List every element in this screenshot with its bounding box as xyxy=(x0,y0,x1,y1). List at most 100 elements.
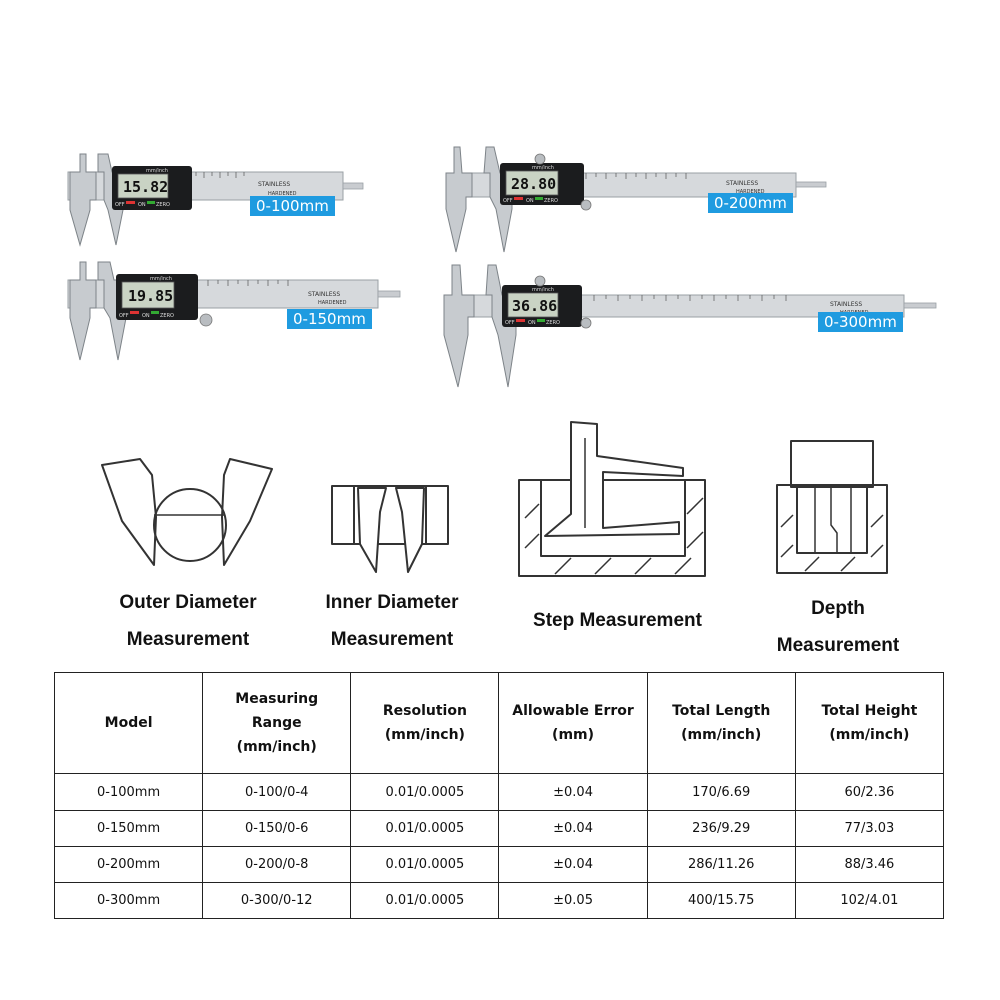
caliper-0-200: 28.80 mm/inch OFF ON ZERO STAINLESS HARD… xyxy=(445,146,836,257)
off-button: OFF xyxy=(119,313,129,319)
units-label: mm/inch xyxy=(532,165,554,171)
off-button: OFF xyxy=(503,198,513,204)
zero-button: ZERO xyxy=(156,202,170,208)
brand-text-2: HARDENED xyxy=(268,191,297,197)
header-text: Allowable Error xyxy=(512,703,634,719)
cell-length: 400/15.75 xyxy=(646,882,796,919)
table-header-row: Model Measuring Range (mm/inch) Resoluti… xyxy=(53,672,945,774)
header-text: Model xyxy=(104,715,153,731)
range-tag: 0-150mm xyxy=(287,309,372,329)
brand-text: STAINLESS xyxy=(308,291,340,298)
caption-outer-diameter: Outer Diameter Measurement xyxy=(88,584,288,658)
on-button: ON xyxy=(142,313,150,319)
cell-height: 77/3.03 xyxy=(794,810,945,847)
table-row: 0-100mm 0-100/0-4 0.01/0.0005 ±0.04 170/… xyxy=(53,773,945,811)
header-text: (mm/inch) xyxy=(681,727,762,743)
step-measurement-diagram xyxy=(518,421,706,577)
cell-resolution: 0.01/0.0005 xyxy=(350,773,500,811)
units-label: mm/inch xyxy=(146,168,168,174)
on-button: ON xyxy=(138,202,146,208)
on-button: ON xyxy=(528,320,536,326)
caption-line-2: Measurement xyxy=(330,629,454,650)
cell-length: 236/9.29 xyxy=(646,810,796,847)
cell-range: 0-150/0-6 xyxy=(202,810,352,847)
caliper-illustration: 36.86 mm/inch OFF ON ZERO STAINLESS HARD… xyxy=(443,264,937,388)
cell-range: 0-200/0-8 xyxy=(202,846,352,883)
cell-height: 88/3.46 xyxy=(794,846,945,883)
lcd-reading: 19.85 xyxy=(128,287,173,305)
cell-model: 0-100mm xyxy=(53,773,204,811)
cell-model: 0-150mm xyxy=(53,810,204,847)
cell-resolution: 0.01/0.0005 xyxy=(350,810,500,847)
caption-line-2: Measurement xyxy=(776,635,900,656)
caption-line-1: Depth xyxy=(811,598,865,619)
off-button: OFF xyxy=(115,202,125,208)
cell-resolution: 0.01/0.0005 xyxy=(350,882,500,919)
units-label: mm/inch xyxy=(532,287,554,293)
caliper-illustration: 15.82 mm/inch OFF ON ZERO STAINLESS HARD… xyxy=(67,153,364,247)
header-text: (mm) xyxy=(552,727,595,743)
header-allowable-error: Allowable Error (mm) xyxy=(498,672,648,774)
cell-length: 170/6.69 xyxy=(646,773,796,811)
header-total-length: Total Length (mm/inch) xyxy=(646,672,796,774)
cell-model: 0-300mm xyxy=(53,882,204,919)
caption-depth: Depth Measurement xyxy=(748,590,928,664)
off-button: OFF xyxy=(505,320,515,326)
header-total-height: Total Height (mm/inch) xyxy=(794,672,945,774)
units-label: mm/inch xyxy=(150,276,172,282)
caliper-illustration: 19.85 mm/inch OFF ON ZERO STAINLESS HARD… xyxy=(67,261,401,361)
lcd-reading: 28.80 xyxy=(511,175,556,193)
header-text: Measuring xyxy=(235,691,319,707)
brand-text: STAINLESS xyxy=(830,301,862,308)
table-row: 0-150mm 0-150/0-6 0.01/0.0005 ±0.04 236/… xyxy=(53,810,945,847)
caliper-0-100: 15.82 mm/inch OFF ON ZERO STAINLESS HARD… xyxy=(67,150,368,250)
header-text: (mm/inch) xyxy=(236,739,317,755)
range-tag: 0-100mm xyxy=(250,196,335,216)
zero-button: ZERO xyxy=(546,320,560,326)
header-text: Range xyxy=(251,715,302,731)
brand-text-2: HARDENED xyxy=(736,189,765,195)
caption-line-1: Step Measurement xyxy=(533,610,702,631)
brand-text: STAINLESS xyxy=(726,180,758,187)
header-text: Total Height xyxy=(821,703,918,719)
caption-line-2: Measurement xyxy=(126,629,250,650)
cell-error: ±0.04 xyxy=(498,773,648,811)
caliper-0-300: 36.86 mm/inch OFF ON ZERO STAINLESS HARD… xyxy=(443,264,944,390)
cell-error: ±0.04 xyxy=(498,810,648,847)
cell-error: ±0.05 xyxy=(498,882,648,919)
caption-line-1: Outer Diameter xyxy=(119,592,257,613)
cell-range: 0-300/0-12 xyxy=(202,882,352,919)
inner-diameter-diagram xyxy=(331,485,449,573)
cell-height: 60/2.36 xyxy=(794,773,945,811)
header-text: Total Length xyxy=(672,703,771,719)
lcd-reading: 36.86 xyxy=(512,297,557,315)
lcd-reading: 15.82 xyxy=(123,178,168,196)
range-tag: 0-300mm xyxy=(818,312,903,332)
cell-height: 102/4.01 xyxy=(794,882,945,919)
outer-diameter-diagram xyxy=(101,458,273,566)
header-text: Resolution xyxy=(382,703,467,719)
brand-text: STAINLESS xyxy=(258,181,290,188)
caliper-0-150: 19.85 mm/inch OFF ON ZERO STAINLESS HARD… xyxy=(67,261,408,362)
cell-length: 286/11.26 xyxy=(646,846,796,883)
zero-button: ZERO xyxy=(544,198,558,204)
cell-resolution: 0.01/0.0005 xyxy=(350,846,500,883)
on-button: ON xyxy=(526,198,534,204)
header-resolution: Resolution (mm/inch) xyxy=(350,672,500,774)
caption-line-1: Inner Diameter xyxy=(325,592,459,613)
header-text: (mm/inch) xyxy=(829,727,910,743)
header-text: (mm/inch) xyxy=(384,727,465,743)
caption-inner-diameter: Inner Diameter Measurement xyxy=(292,584,492,658)
brand-text-2: HARDENED xyxy=(318,300,347,306)
cell-range: 0-100/0-4 xyxy=(202,773,352,811)
spec-table: Model Measuring Range (mm/inch) Resoluti… xyxy=(53,672,945,919)
table-row: 0-200mm 0-200/0-8 0.01/0.0005 ±0.04 286/… xyxy=(53,846,945,883)
depth-measurement-diagram xyxy=(776,440,888,574)
cell-model: 0-200mm xyxy=(53,846,204,883)
header-model: Model xyxy=(53,672,204,774)
cell-error: ±0.04 xyxy=(498,846,648,883)
range-tag: 0-200mm xyxy=(708,193,793,213)
zero-button: ZERO xyxy=(160,313,174,319)
header-measuring-range: Measuring Range (mm/inch) xyxy=(202,672,352,774)
table-row: 0-300mm 0-300/0-12 0.01/0.0005 ±0.05 400… xyxy=(53,882,945,919)
